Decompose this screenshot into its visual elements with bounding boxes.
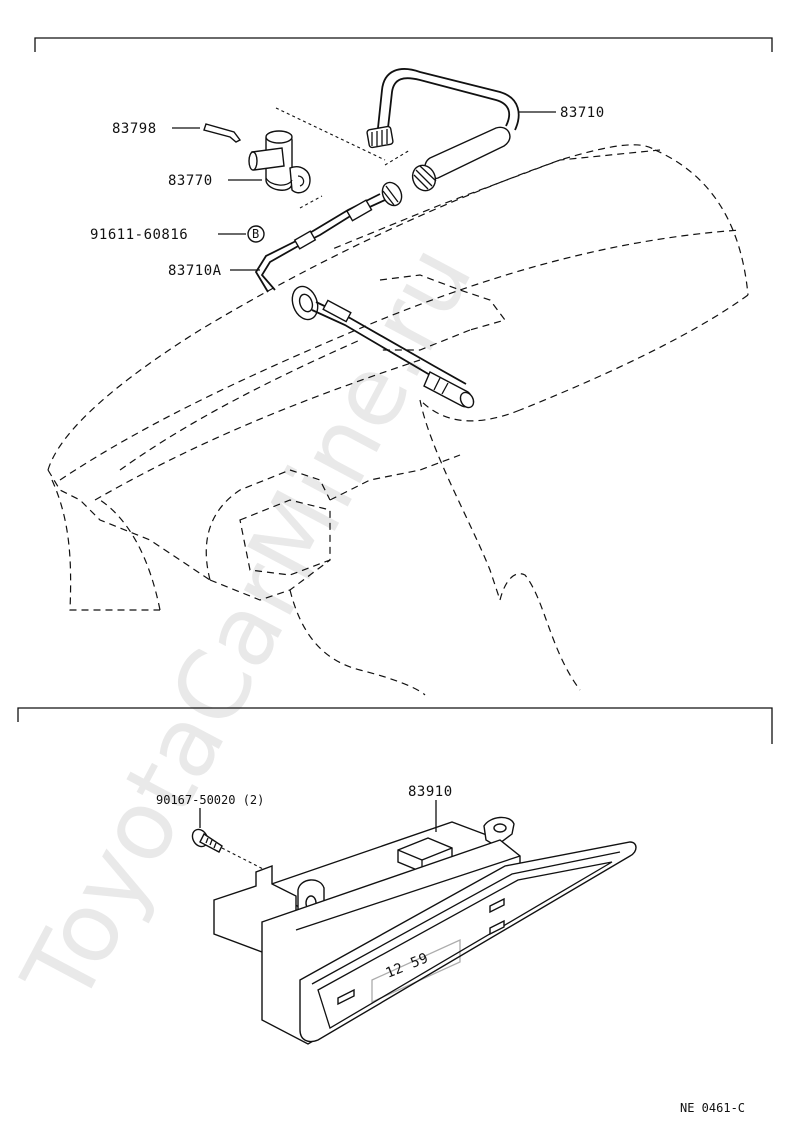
bottom-section-frame	[17, 707, 773, 744]
label-91611-60816: 91611-60816	[90, 227, 188, 243]
label-83910: 83910	[408, 784, 453, 800]
bottom-section: 12 59 90167-50020 (2) 83910	[17, 707, 773, 1045]
joint-83770	[248, 130, 311, 194]
assembly-guide-1	[275, 107, 386, 161]
screw-90167	[191, 828, 223, 853]
label-83770: 83770	[168, 173, 213, 189]
label-90167-50020: 90167-50020 (2)	[156, 793, 264, 807]
cable-83710a	[254, 193, 475, 409]
key-83798	[203, 123, 242, 143]
diagram-code: NE 0461-C	[680, 1101, 745, 1115]
cable-83710	[366, 68, 520, 207]
marker-b-label: B	[252, 227, 259, 241]
dashboard-outline	[47, 144, 749, 696]
marker-b-circle	[247, 225, 265, 243]
top-section: 83798 83770 91611-60816 B 83710A 83710	[34, 37, 773, 696]
top-section-frame	[34, 37, 773, 52]
assembly-guide-2	[299, 195, 323, 209]
screw-guide	[221, 847, 266, 871]
label-83798: 83798	[112, 121, 157, 137]
label-83710: 83710	[560, 105, 605, 121]
assembly-guide-3	[384, 149, 411, 166]
clock-83910: 12 59	[213, 816, 637, 1045]
label-83710a: 83710A	[168, 263, 222, 279]
